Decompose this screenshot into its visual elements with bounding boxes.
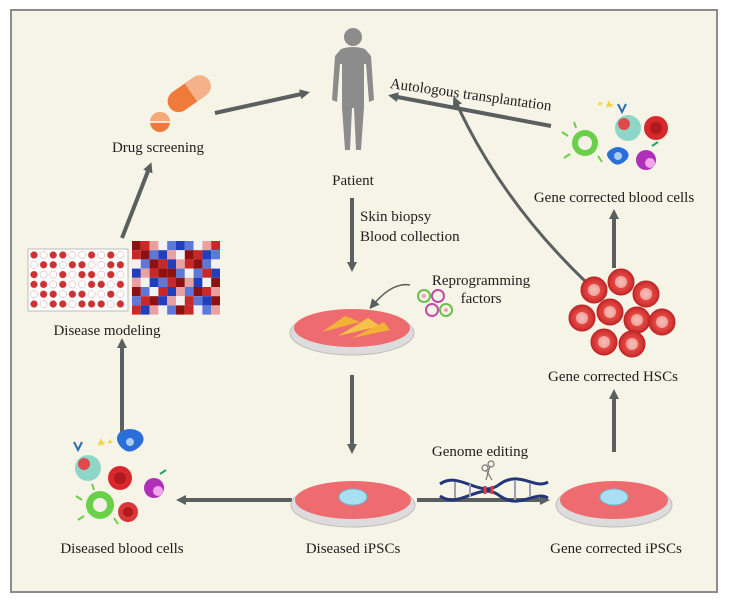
label-patient: Patient xyxy=(332,173,374,189)
label-gene-corrected-ipscs: Gene corrected iPSCs xyxy=(550,541,682,557)
pill-icon xyxy=(150,75,211,132)
patient-icon xyxy=(332,28,374,150)
label-gene-corrected-blood-cells: Gene corrected blood cells xyxy=(533,190,695,206)
arrows xyxy=(117,89,619,505)
label-genome-editing: Genome editing xyxy=(431,444,529,460)
arrow-factors-to-dish xyxy=(369,283,411,310)
corrected-blood-cells-icon xyxy=(561,100,668,170)
arrow-drug-to-patient xyxy=(214,89,310,115)
petri-dish-fibroblasts xyxy=(289,309,415,356)
arrow-modeling-to-drug xyxy=(120,162,153,239)
label-drug-screening: Drug screening xyxy=(111,140,205,156)
label-disease-modeling: Disease modeling xyxy=(53,323,161,339)
label-diseased-ipscs: Diseased iPSCs xyxy=(305,541,401,557)
label-skin-biopsy: Skin biopsy xyxy=(360,209,432,225)
label-factors: factors xyxy=(460,291,502,307)
label-gene-corrected-hscs: Gene corrected HSCs xyxy=(548,369,678,385)
label-diseased-blood-cells: Diseased blood cells xyxy=(60,541,184,557)
dna-scissors-icon xyxy=(439,460,549,503)
diseased-blood-cells-icon xyxy=(73,429,167,525)
heatmap-icon xyxy=(132,241,220,315)
label-reprogramming: Reprogramming xyxy=(431,273,531,289)
petri-dish-corrected-ipscs xyxy=(555,481,673,528)
label-blood-collection: Blood collection xyxy=(360,229,460,245)
plate-dots xyxy=(30,251,125,308)
reprogramming-factors-icon xyxy=(417,289,453,317)
petri-dish-diseased-ipscs xyxy=(290,481,416,528)
hsc-cluster-icon xyxy=(568,268,676,358)
arrow-hsc-curve xyxy=(452,96,590,286)
arrow-transplant-to-patient xyxy=(388,92,552,128)
